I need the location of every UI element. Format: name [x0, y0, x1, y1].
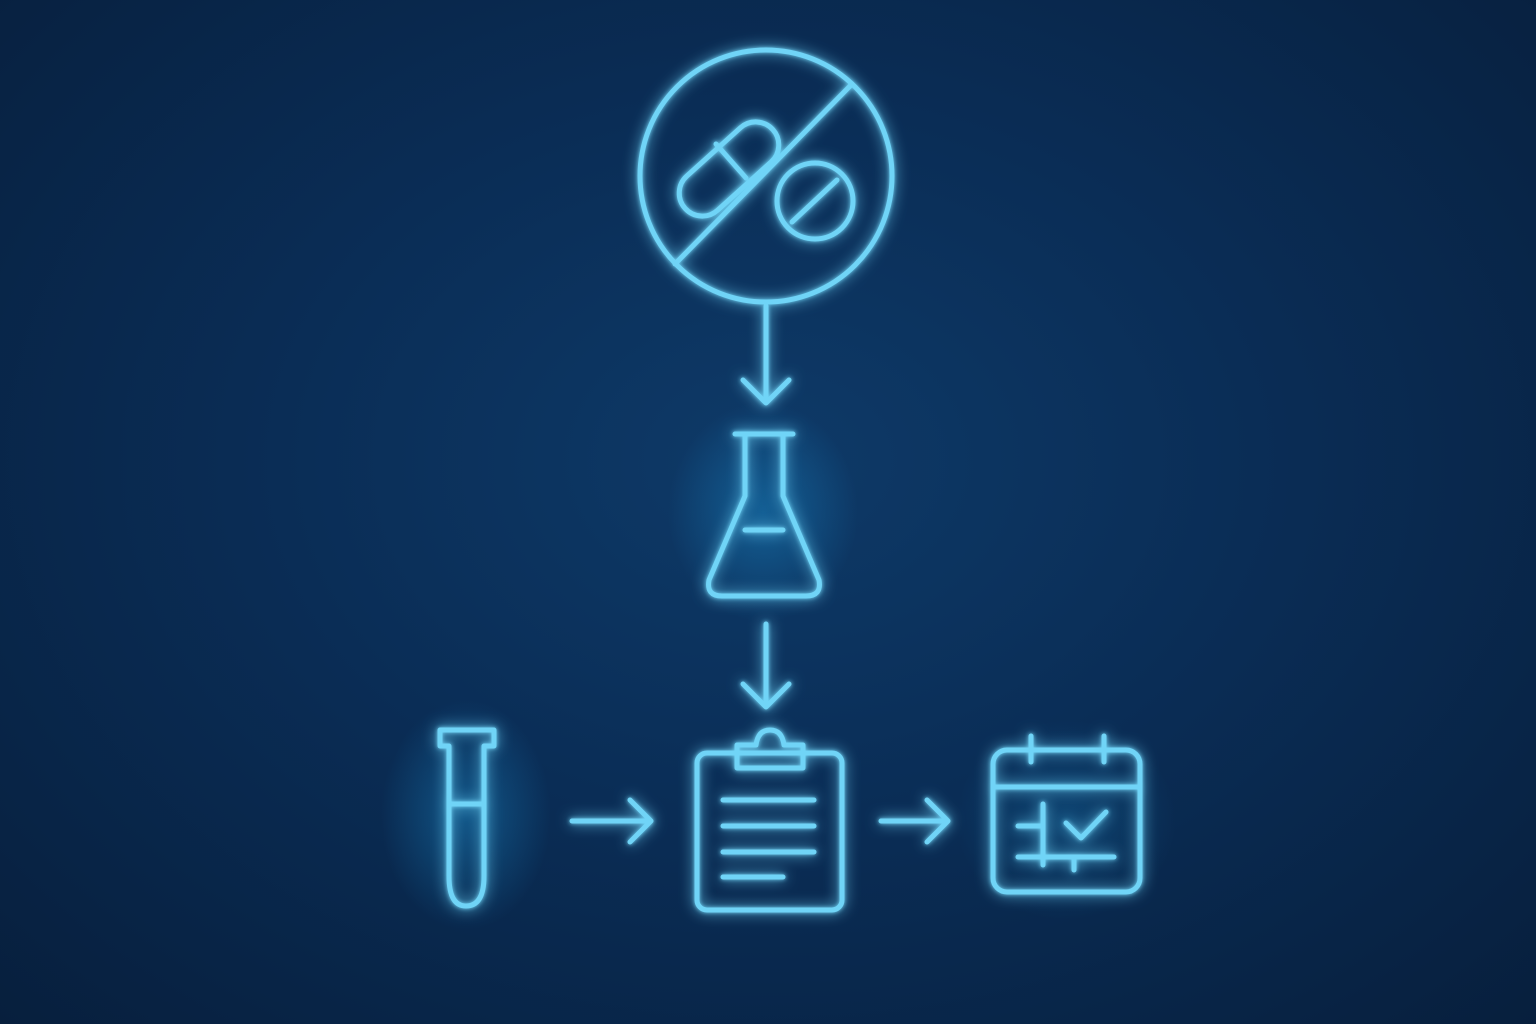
arrow-down-to-clipboard	[740, 621, 792, 710]
flask-icon	[706, 431, 822, 599]
test-tube-icon	[437, 727, 497, 909]
no-pills-icon	[637, 47, 895, 305]
arrow-down-to-flask	[740, 303, 792, 406]
arrow-right-to-clipboard	[569, 797, 654, 845]
calendar-check-icon	[990, 733, 1143, 895]
clipboard-icon	[694, 727, 845, 913]
arrow-right-to-calendar	[878, 797, 951, 845]
